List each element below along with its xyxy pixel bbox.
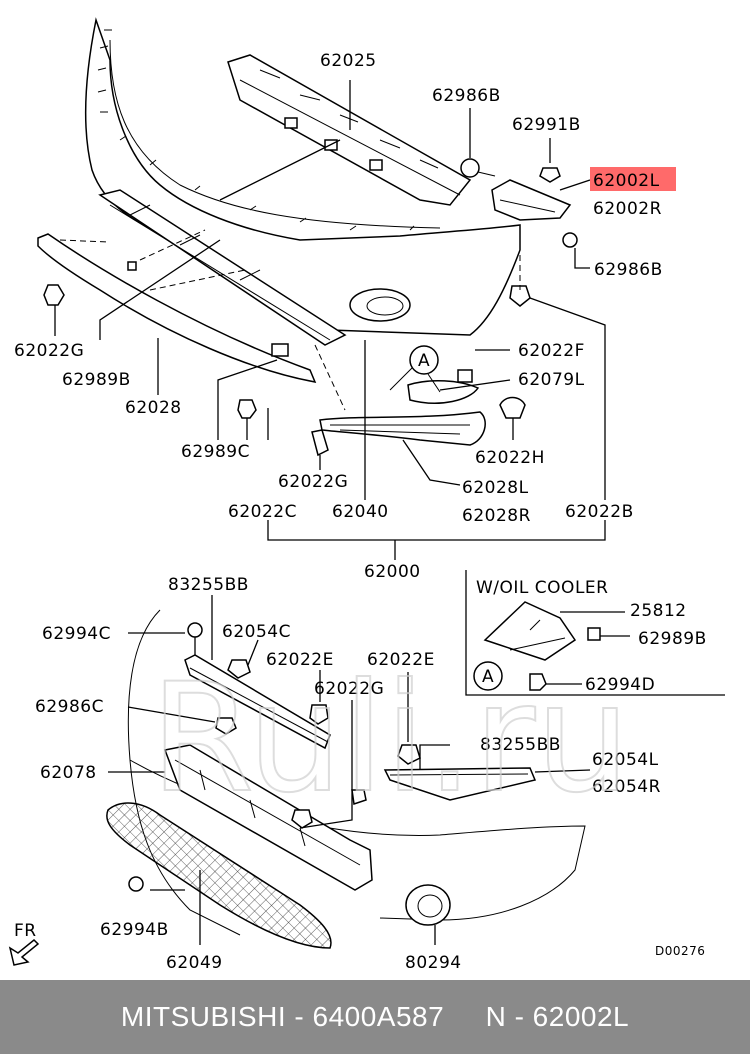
guide-dashes — [59, 229, 521, 411]
label-62079L: 62079L — [518, 370, 585, 390]
label-62986C: 62986C — [35, 697, 104, 717]
labels-lower: 83255BB 62994C 62054C 62022E 62022E 6202… — [14, 575, 707, 973]
energy-absorber — [227, 54, 472, 206]
label-62991B: 62991B — [512, 115, 581, 135]
side-bracket — [491, 179, 572, 221]
label-62022E-b: 62022E — [367, 650, 435, 670]
front-direction-indicator — [8, 938, 40, 966]
callout-a-box: A — [482, 667, 494, 687]
bumper-lower — [106, 570, 725, 949]
front-bumper-upper — [37, 17, 521, 383]
label-62002L: 62002L — [593, 171, 660, 191]
label-62994C: 62994C — [42, 624, 111, 644]
fasteners-lower — [128, 622, 421, 892]
label-62025: 62025 — [320, 51, 377, 71]
label-83255BB-mid: 83255BB — [480, 735, 561, 755]
label-62002R: 62002R — [593, 199, 662, 219]
label-62054L: 62054L — [592, 750, 659, 770]
footer-text: MITSUBISHI - 6400A587 N - 62002L — [120, 1001, 630, 1032]
label-62022G-left: 62022G — [14, 341, 84, 361]
label-62078: 62078 — [40, 763, 97, 783]
label-62022C: 62022C — [228, 502, 297, 522]
footer-bar: MITSUBISHI - 6400A587 N - 62002L — [0, 980, 750, 1054]
label-62040: 62040 — [332, 502, 389, 522]
label-80294: 80294 — [405, 953, 462, 973]
label-62054C: 62054C — [222, 622, 291, 642]
label-62986B-top: 62986B — [432, 86, 501, 106]
label-62000: 62000 — [364, 562, 421, 582]
callout-a-top: A — [418, 351, 430, 371]
leader-lines-lower — [108, 595, 630, 945]
label-62022G-mid: 62022G — [278, 472, 348, 492]
label-oil-cooler: W/OIL COOLER — [476, 578, 608, 598]
label-62028L: 62028L — [462, 478, 529, 498]
label-25812: 25812 — [630, 601, 687, 621]
label-62022F: 62022F — [518, 341, 585, 361]
label-62989B-left: 62989B — [62, 370, 131, 390]
parts-diagram: 62025 62986B 62991B 62002L 62002R 62986B… — [8, 17, 725, 973]
label-62022G-low: 62022G — [314, 679, 384, 699]
diagram-code: D00276 — [655, 944, 705, 958]
label-62028R: 62028R — [462, 506, 531, 526]
fasteners-upper — [43, 108, 590, 440]
label-62989B-right: 62989B — [638, 629, 707, 649]
label-62994B: 62994B — [100, 920, 169, 940]
label-62049: 62049 — [166, 953, 223, 973]
label-62022E-a: 62022E — [266, 650, 334, 670]
label-62054R: 62054R — [592, 777, 661, 797]
mesh-grille — [106, 802, 332, 949]
leader-lines-upper — [99, 80, 606, 560]
label-fr: FR — [14, 921, 37, 941]
label-62986B-right: 62986B — [594, 260, 663, 280]
label-62022H: 62022H — [475, 448, 545, 468]
highlight-62002L — [590, 167, 676, 191]
label-83255BB-top: 83255BB — [168, 575, 249, 595]
lower-grille-side — [311, 379, 486, 457]
labels-upper: 62025 62986B 62991B 62002L 62002R 62986B… — [14, 51, 676, 582]
label-62989C: 62989C — [181, 442, 250, 462]
label-62994D: 62994D — [585, 675, 655, 695]
label-62028: 62028 — [125, 398, 182, 418]
label-62022B: 62022B — [565, 502, 634, 522]
